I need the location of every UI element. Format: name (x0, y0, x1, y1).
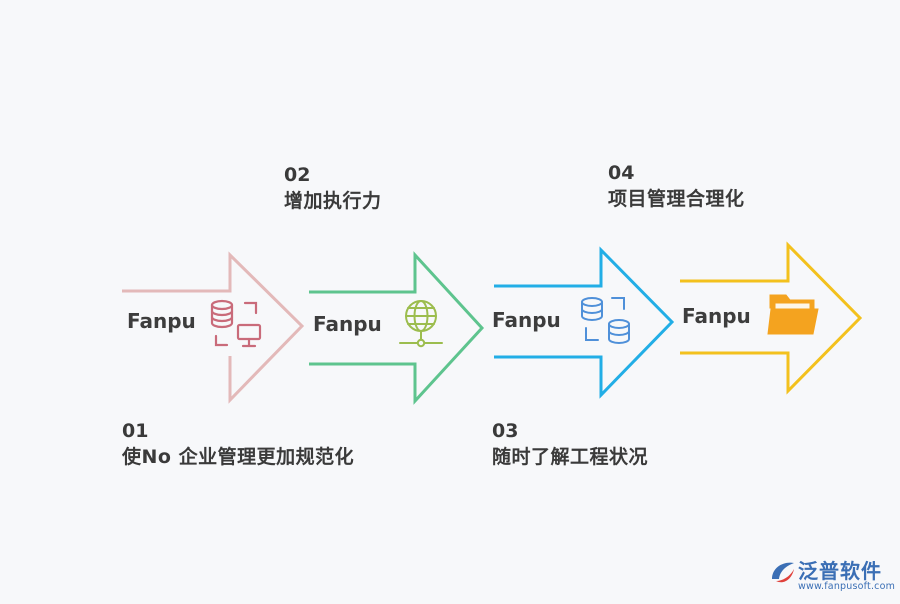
step-4-number: 04 (608, 162, 635, 184)
step-2-number: 02 (284, 164, 311, 186)
logo-mark-icon (772, 562, 794, 583)
step-3-arrow (494, 246, 675, 399)
logo-url: www.fanpusoft.com (798, 581, 896, 592)
step-3-number: 03 (492, 420, 519, 442)
step-1-brand: Fanpu (127, 309, 196, 333)
step-1-arrow (122, 251, 305, 404)
step-4-text: 项目管理合理化 (608, 187, 745, 210)
step-2-text: 增加执行力 (284, 189, 382, 212)
database-monitor-icon (210, 299, 262, 348)
step-4-brand: Fanpu (682, 304, 751, 328)
step-4-arrow (680, 241, 863, 395)
step-3-text: 随时了解工程状况 (492, 445, 649, 468)
step-1-label: 01 使No 企业管理更加规范化 (122, 420, 355, 469)
step-2-arrow (309, 251, 485, 405)
step-3-brand: Fanpu (492, 308, 561, 332)
brand-logo: 泛普软件 www.fanpusoft.com (768, 553, 898, 599)
globe-network-icon (399, 300, 443, 348)
step-1-number: 01 (122, 420, 149, 442)
logo-name: 泛普软件 (798, 559, 882, 583)
database-sync-icon (581, 297, 630, 344)
step-4-label: 04 项目管理合理化 (608, 162, 745, 211)
step-2-label: 02 增加执行力 (284, 164, 382, 213)
step-1-text: 使No 企业管理更加规范化 (122, 445, 355, 468)
step-3-label: 03 随时了解工程状况 (492, 420, 649, 469)
step-2-brand: Fanpu (313, 312, 382, 336)
folder-icon (767, 294, 819, 335)
